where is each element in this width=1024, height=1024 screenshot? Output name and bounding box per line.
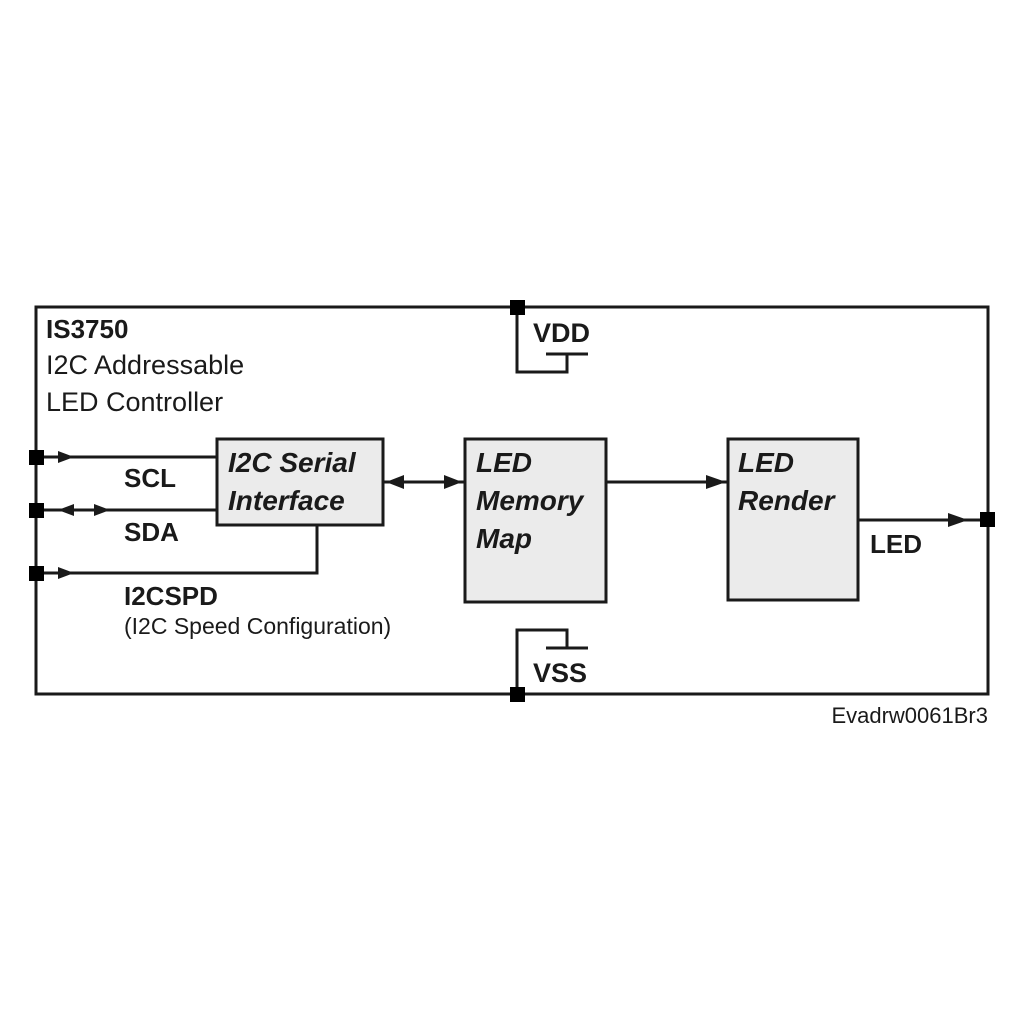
- led-memory-map-block: [463, 437, 608, 604]
- led-pin: [980, 512, 995, 527]
- sda-pin: [29, 503, 44, 518]
- memory-block-line1: LED: [476, 447, 532, 478]
- i2c-block-line2: Interface: [228, 485, 345, 516]
- memory-block-line3: Map: [476, 523, 532, 554]
- i2cspd-label: I2CSPD: [124, 581, 218, 611]
- render-block-line1: LED: [738, 447, 794, 478]
- scl-label: SCL: [124, 463, 176, 493]
- chip-desc-line1: I2C Addressable: [46, 350, 244, 380]
- scl-pin: [29, 450, 44, 465]
- vdd-pin: [510, 300, 525, 315]
- vss-pin: [510, 687, 525, 702]
- i2c-memory-arrow-left: [386, 475, 404, 489]
- i2c-serial-interface-block: [215, 437, 385, 527]
- i2cspd-pin: [29, 566, 44, 581]
- memory-render-arrow: [706, 475, 726, 489]
- i2c-memory-arrow-right: [444, 475, 462, 489]
- sda-arrow-right: [94, 504, 110, 516]
- memory-block-line2: Memory: [476, 485, 585, 516]
- i2c-block-line1: I2C Serial: [228, 447, 357, 478]
- led-output-arrow: [948, 513, 968, 527]
- led-render-block: [726, 437, 860, 602]
- sda-label: SDA: [124, 517, 179, 547]
- i2cspd-arrow: [58, 567, 74, 579]
- vss-label: VSS: [533, 658, 587, 688]
- chip-desc-line2: LED Controller: [46, 387, 223, 417]
- chip-name: IS3750: [46, 314, 128, 344]
- vdd-wire: [515, 310, 569, 374]
- i2cspd-wire: [36, 525, 319, 575]
- render-block-line2: Render: [738, 485, 837, 516]
- vss-wire: [515, 628, 569, 690]
- sda-arrow-left: [58, 504, 74, 516]
- i2cspd-note: (I2C Speed Configuration): [124, 613, 391, 639]
- vdd-label: VDD: [533, 318, 590, 348]
- scl-arrow: [58, 451, 74, 463]
- led-label: LED: [870, 529, 922, 559]
- drawing-id: Evadrw0061Br3: [831, 703, 988, 728]
